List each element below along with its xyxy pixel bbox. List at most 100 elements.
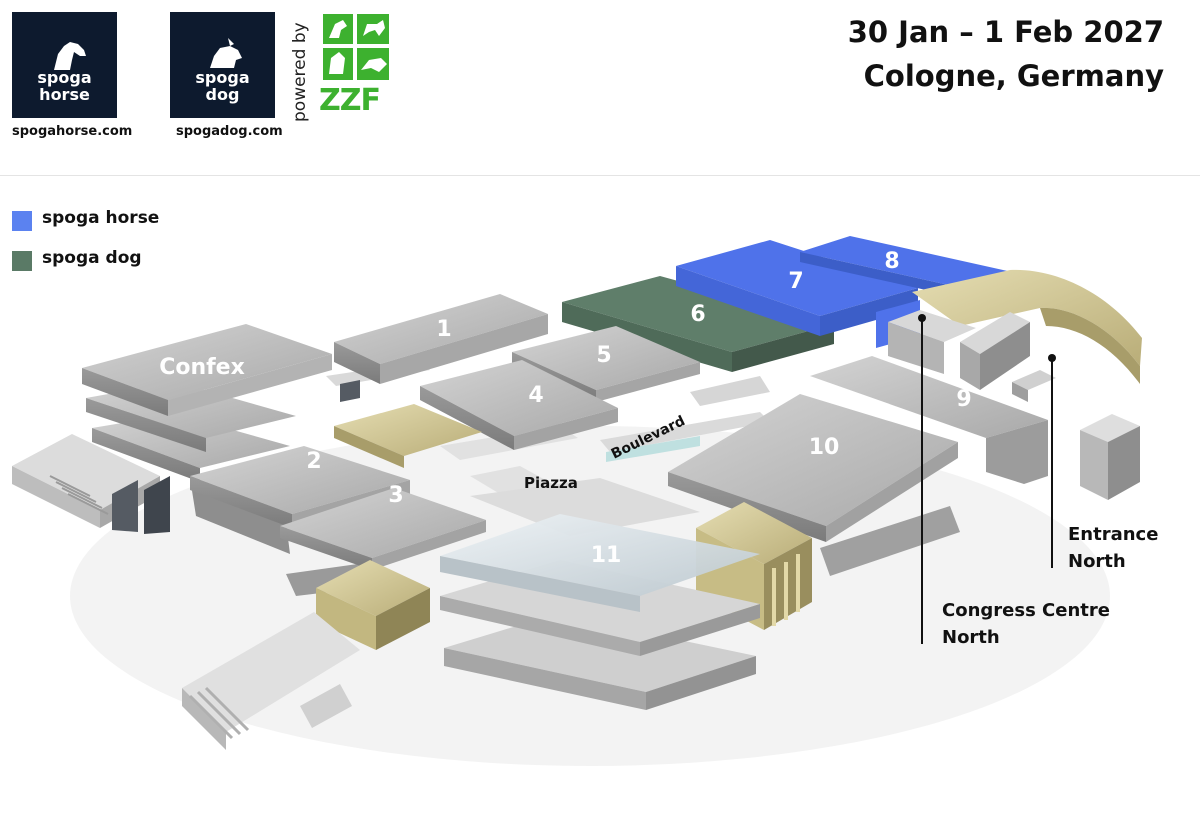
powered-by-label: powered by [290, 22, 310, 122]
hall-side [646, 656, 756, 710]
event-dates: 30 Jan – 1 Feb 2027 [847, 15, 1164, 49]
hall-label: 1 [436, 317, 451, 342]
animal-pictogram-icon[interactable] [321, 12, 391, 118]
congress-centre-label-line2: North [942, 627, 1000, 648]
hall-confex[interactable]: Confex [82, 324, 332, 482]
hall-9-tower [888, 322, 944, 374]
hall-side [732, 324, 834, 372]
hall-9-tower [960, 312, 1030, 354]
piazza-label: Piazza [524, 474, 578, 492]
gold-entrance-southwest [316, 560, 430, 650]
entrance-north-structure [912, 269, 1142, 384]
hall-label: 2 [306, 449, 321, 474]
spoga-horse-logo[interactable]: spoga horse [12, 12, 117, 118]
entrance-north-label-line2: North [1068, 551, 1126, 572]
event-location: Cologne, Germany [863, 59, 1164, 93]
hall-label: 3 [388, 483, 403, 508]
hall-roof [334, 294, 548, 364]
hall-side [334, 342, 380, 384]
hall-base [444, 614, 756, 692]
logo-word-top: spoga [37, 68, 92, 87]
entrance-north-label-line1: Entrance [1068, 524, 1158, 545]
hall-roof [668, 394, 958, 526]
hall-9-tower [960, 342, 980, 390]
hall-6[interactable]: 6 [562, 276, 834, 372]
hall-side [82, 368, 168, 416]
dog-head-icon [210, 38, 242, 68]
hall-side [86, 398, 206, 452]
header: spoga horse spogahorse.com spoga dog spo… [0, 0, 1200, 176]
southwest-stairs [182, 612, 360, 750]
hall-label: Confex [159, 355, 245, 380]
hall-8[interactable]: 8 [800, 236, 1012, 298]
hall-9-annex [1012, 370, 1056, 390]
hall-11[interactable]: 11 [440, 514, 760, 710]
hall-label: 6 [690, 302, 705, 327]
hall-side [372, 520, 486, 570]
hall-roof [676, 240, 918, 316]
hall-roof [82, 324, 332, 400]
hall-1[interactable]: 1 [334, 294, 548, 384]
hall-roof [800, 236, 1012, 288]
hall-side [420, 386, 514, 450]
hall-side [986, 420, 1048, 484]
entrance-north-callout [1048, 354, 1056, 568]
hall-side [280, 526, 372, 570]
congress-centre-callout [918, 314, 926, 644]
hall-9-tower [980, 322, 1030, 390]
hall-label: 8 [884, 249, 899, 274]
gold-connector-west [334, 404, 482, 468]
hall-4[interactable]: 4 [420, 360, 618, 450]
venue-map: Confex 1 6 7 8 [12, 236, 1158, 766]
hall-side [440, 596, 640, 656]
legend-label: spoga dog [42, 248, 142, 268]
hall-side [444, 648, 646, 710]
spoga-horse-url[interactable]: spogahorse.com [12, 124, 133, 139]
hall-side [440, 556, 640, 612]
hall-9-annex [1012, 382, 1028, 402]
event-info: 30 Jan – 1 Feb 2027 Cologne, Germany [848, 10, 1164, 98]
hall-9-tower [888, 310, 976, 342]
legend-label: spoga horse [42, 208, 160, 228]
logo-word-top: spoga [195, 68, 250, 87]
logo-word-bottom: horse [39, 85, 90, 104]
hall-side [640, 604, 760, 656]
hall-side [676, 266, 820, 336]
hall-label: 5 [596, 343, 611, 368]
hall-roof [190, 446, 410, 514]
legend-swatch [12, 251, 32, 271]
hall-side [92, 428, 200, 482]
horse-head-icon [54, 42, 86, 70]
hall-side [826, 442, 958, 542]
hall-side [380, 314, 548, 384]
hall-roof [280, 488, 486, 558]
hall-side [562, 302, 732, 372]
hall-side [820, 288, 918, 336]
zzf-wordmark: ZZF [319, 83, 381, 118]
hall-roof-glass [440, 514, 760, 596]
hall-9[interactable]: 9 [810, 310, 1056, 484]
hall-label: 10 [809, 435, 840, 460]
hall-side [514, 408, 618, 450]
hall-7[interactable]: 7 [676, 240, 920, 348]
legend-swatch [12, 211, 32, 231]
hall-roof [562, 276, 834, 352]
hall-roof [512, 326, 700, 390]
hall-side [168, 354, 332, 416]
east-block [1080, 414, 1140, 500]
hall-label: 7 [788, 269, 803, 294]
confex-stairs [12, 434, 170, 534]
congress-centre-label-line1: Congress Centre [942, 600, 1110, 621]
spoga-dog-logo[interactable]: spoga dog [170, 12, 275, 118]
hall-label: 4 [528, 383, 543, 408]
hall-side [596, 362, 700, 402]
spoga-dog-url[interactable]: spogadog.com [176, 124, 283, 139]
hall-side [800, 252, 962, 298]
hall-base [820, 506, 960, 576]
hall-label: 11 [591, 543, 622, 568]
hall-roof [810, 356, 1048, 438]
logo-word-bottom: dog [205, 85, 240, 104]
hall-side [190, 476, 292, 528]
hall-label: 9 [956, 387, 971, 412]
hall-roof [420, 360, 618, 436]
